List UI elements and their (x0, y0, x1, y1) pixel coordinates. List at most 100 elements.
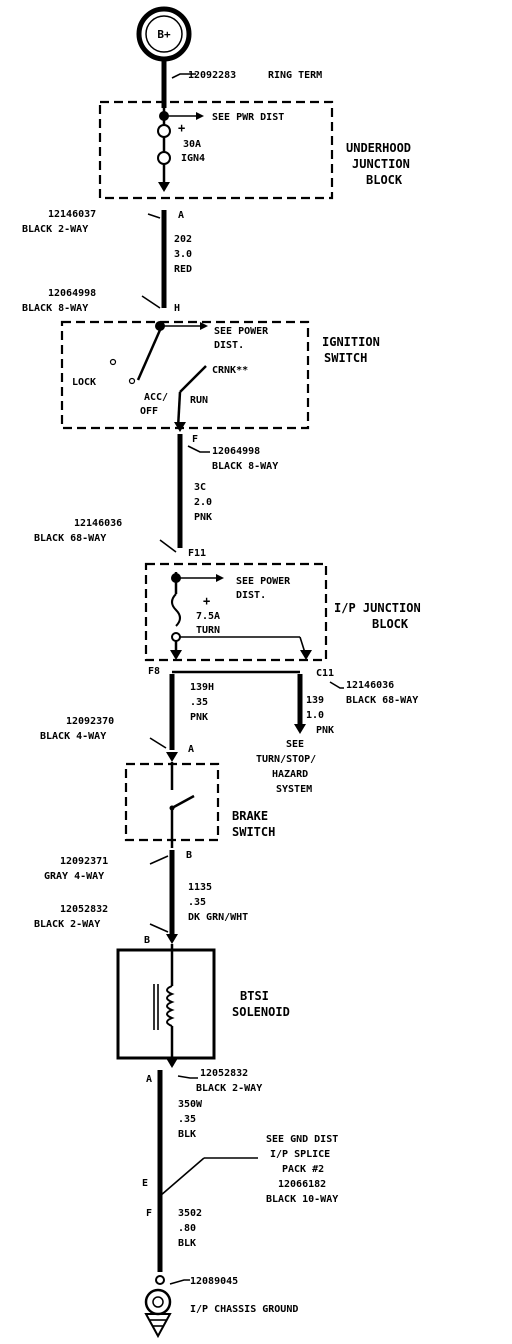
ignition-lock: LOCK (72, 377, 96, 388)
svg-text:SOLENOID: SOLENOID (232, 1005, 290, 1019)
ip-fuse-rating: 7.5A (196, 611, 220, 622)
svg-text:SWITCH: SWITCH (232, 825, 275, 839)
ignition-acc-off-1: OFF (140, 406, 158, 417)
svg-text:BTSI: BTSI (240, 989, 269, 1003)
wire-139-circuit: 139 (306, 695, 324, 706)
ignition-run: RUN (190, 395, 208, 406)
ip-fuse-name: TURN (196, 625, 220, 636)
battery-label: B+ (157, 28, 171, 41)
svg-text:IGNITION: IGNITION (322, 335, 380, 349)
conn-c11-leader (329, 681, 344, 689)
svg-text:+: + (178, 121, 185, 135)
fuse-icon: + (171, 593, 210, 627)
wire-3502-gauge: .80 (178, 1223, 196, 1234)
ground-leader (169, 1279, 190, 1285)
ignition-lock-contact (109, 358, 117, 366)
conn-ign-in-desc: BLACK 8-WAY (22, 303, 88, 314)
splice-note: SEE GND DIST I/P SPLICE PACK #2 12066182… (266, 1134, 338, 1205)
conn-ign-in-pin: H (174, 303, 180, 314)
wire-202-circuit: 202 (174, 234, 192, 245)
conn-ign-in-part: 12064998 (48, 288, 96, 299)
ignition-switch-block (60, 320, 310, 430)
conn-ip-in-leader (159, 539, 177, 553)
arrow-icon (216, 574, 224, 582)
brake-switch-blade (171, 794, 195, 810)
conn-c11-pin: C11 (316, 668, 334, 679)
svg-text:+: + (203, 594, 210, 608)
conn-ign-out-part: 12064998 (212, 446, 260, 457)
underhood-fuse-rating: 30A (183, 139, 201, 150)
conn-brake-in-desc: BLACK 4-WAY (40, 731, 106, 742)
wire-350w-color: BLK (178, 1129, 196, 1140)
svg-text:BLACK 10-WAY: BLACK 10-WAY (266, 1194, 338, 1205)
ring-term-desc: RING TERM (268, 70, 322, 81)
conn-brake-in-pin: A (188, 744, 194, 755)
wire-139h-circuit: 139H (190, 682, 214, 693)
ignition-see-power-0: SEE POWER (214, 326, 269, 337)
arrow-icon (166, 934, 178, 944)
svg-text:SWITCH: SWITCH (324, 351, 367, 365)
svg-text:12066182: 12066182 (278, 1179, 326, 1190)
underhood-see-pwr-dist: SEE PWR DIST (212, 112, 284, 123)
wire-202-color: RED (174, 264, 192, 275)
conn-btsi-out-leader (177, 1075, 198, 1079)
underhood-fuse-name: IGN4 (181, 153, 205, 164)
underhood-junction-block (98, 100, 334, 200)
conn-btsi-out-part: 12052832 (200, 1068, 248, 1079)
conn-btsi-out-desc: BLACK 2-WAY (196, 1083, 262, 1094)
conn-ip-in-part: 12146036 (74, 518, 122, 529)
wire-3502-circuit: 3502 (178, 1208, 202, 1219)
svg-text:SEE: SEE (286, 739, 304, 750)
svg-text:JUNCTION: JUNCTION (352, 157, 410, 171)
wire-139h-color: PNK (190, 712, 208, 723)
ground-desc: I/P CHASSIS GROUND (190, 1304, 298, 1315)
wire-202-gauge: 3.0 (174, 249, 192, 260)
arrow-icon (200, 322, 208, 330)
conn-underhood-desc: BLACK 2-WAY (22, 224, 88, 235)
wire-3c-circuit: 3C (194, 482, 206, 493)
conn-underhood-pin: A (178, 210, 184, 221)
battery-terminal: B+ (136, 6, 192, 62)
arrow-icon (166, 752, 178, 762)
arrow-icon (158, 182, 170, 192)
wire-3c-gauge: 2.0 (194, 497, 212, 508)
ignition-crank-blade (179, 365, 207, 393)
conn-btsi-out-pin: A (146, 1074, 152, 1085)
ground-part: 12089045 (190, 1276, 238, 1287)
conn-brake-in-leader (149, 737, 167, 749)
wire-139-color: PNK (316, 725, 334, 736)
ignition-see-power-1: DIST. (214, 340, 244, 351)
svg-text:I/P SPLICE: I/P SPLICE (270, 1149, 330, 1160)
arrow-icon (196, 112, 204, 120)
svg-text:BLOCK: BLOCK (366, 173, 403, 187)
ip-see-power-1: DIST. (236, 590, 266, 601)
svg-text:BLOCK: BLOCK (372, 617, 409, 631)
conn-btsi-in-pin: B (144, 935, 150, 946)
wire-3502-color: BLK (178, 1238, 196, 1249)
conn-ign-out-desc: BLACK 8-WAY (212, 461, 278, 472)
wire-1135-color: DK GRN/WHT (188, 912, 248, 923)
splice-pin-in: E (142, 1178, 148, 1189)
conn-ign-out-pin: F (192, 434, 198, 445)
conn-btsi-in-desc: BLACK 2-WAY (34, 919, 100, 930)
conn-ign-out-leader (187, 445, 210, 453)
ignition-switch-title: IGNITION SWITCH (322, 335, 380, 365)
svg-text:HAZARD: HAZARD (272, 769, 308, 780)
underhood-block-title: UNDERHOOD JUNCTION BLOCK (346, 141, 411, 187)
see-turn-system: SEE TURN/STOP/ HAZARD SYSTEM (256, 739, 316, 795)
conn-ip-in-pin: F11 (188, 548, 206, 559)
btsi-title: BTSI SOLENOID (232, 989, 290, 1019)
ignition-acc-contact (128, 377, 136, 385)
svg-text:UNDERHOOD: UNDERHOOD (346, 141, 411, 155)
ip-fuse-node (171, 632, 181, 642)
wire-350w-circuit: 350W (178, 1099, 203, 1110)
svg-text:PACK #2: PACK #2 (282, 1164, 324, 1175)
wire-3c-color: PNK (194, 512, 212, 523)
solenoid-coil-icon (166, 985, 175, 1027)
conn-c11-part: 12146036 (346, 680, 394, 691)
ignition-acc-off-0: ACC/ (144, 392, 168, 403)
ip-see-power-0: SEE POWER (236, 576, 291, 587)
wire-1135-gauge: .35 (188, 897, 206, 908)
svg-text:I/P JUNCTION: I/P JUNCTION (334, 601, 421, 615)
conn-brake-out-desc: GRAY 4-WAY (44, 871, 104, 882)
